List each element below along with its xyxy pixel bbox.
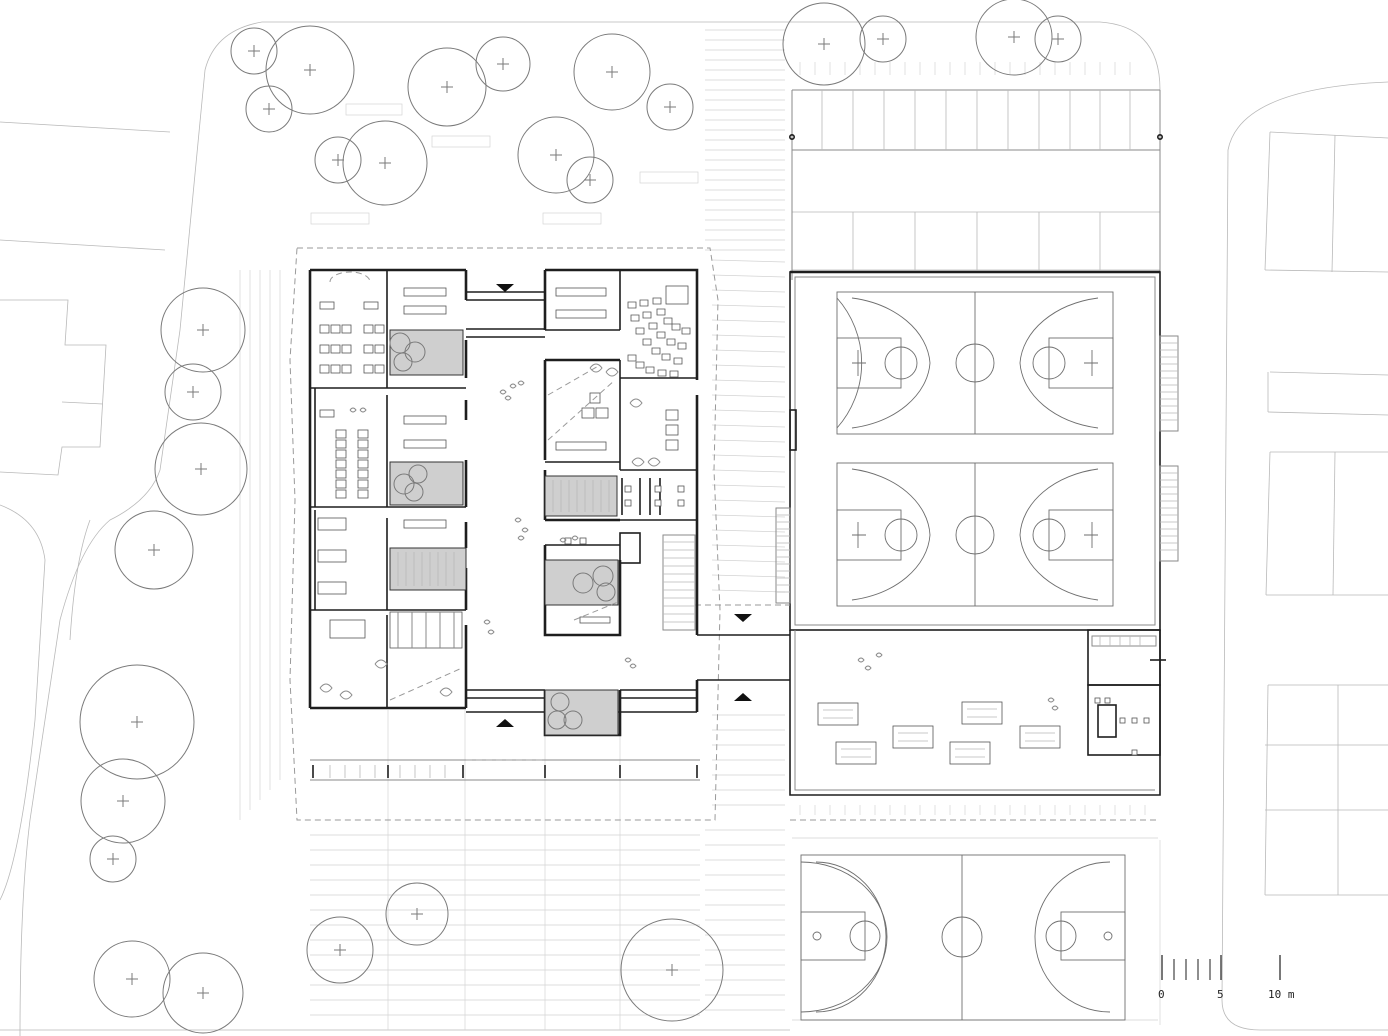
tree-icon (385, 882, 449, 946)
tree-icon (164, 363, 222, 421)
small-courtyards (389, 329, 619, 736)
indoor-court-lower (836, 462, 1114, 607)
scale-label-10m: 10 m (1268, 988, 1295, 1001)
tree-icon (230, 27, 278, 75)
scale-bar: 0 5 10 m (1158, 955, 1295, 1001)
paving-lines (239, 29, 1161, 1030)
trees (79, 0, 1082, 1034)
tree-icon (475, 36, 531, 92)
outdoor-benches (817, 701, 1061, 765)
tree-icon (517, 116, 595, 194)
toilets (564, 478, 685, 545)
tree-icon (154, 422, 248, 516)
stairs (389, 475, 696, 649)
tree-icon (407, 47, 487, 127)
tree-icon (314, 136, 362, 184)
tree-icon (859, 15, 907, 63)
shrubs (319, 363, 1059, 711)
classroom-furniture (317, 271, 691, 701)
tree-icon (782, 2, 866, 86)
tree-icon (245, 85, 293, 133)
tree-icon (646, 83, 694, 131)
tree-icon (160, 287, 246, 373)
tree-icon (162, 952, 244, 1034)
tree-icon (114, 510, 194, 590)
parking-area (788, 62, 1164, 815)
scale-label-0: 0 (1158, 988, 1165, 1001)
tree-icon (620, 918, 724, 1022)
tree-icon (79, 664, 195, 780)
street-network (0, 21, 1388, 1036)
tree-icon (93, 940, 171, 1018)
entrance-markers (496, 284, 752, 727)
tree-icon (89, 835, 137, 883)
sports-hall (775, 270, 1179, 821)
neighbouring-buildings (0, 131, 1388, 896)
tree-icon (566, 156, 614, 204)
tree-icon (80, 758, 166, 844)
tree-icon (1034, 15, 1082, 63)
changing-rooms (1087, 629, 1166, 756)
tree-icon (342, 120, 428, 206)
park-benches (310, 103, 699, 225)
scale-label-5: 5 (1217, 988, 1224, 1001)
tree-icon (306, 916, 374, 984)
outdoor-court (800, 854, 1126, 1021)
building-outline-dashed (289, 247, 790, 821)
tree-icon (573, 33, 651, 111)
tree-icon (975, 0, 1053, 76)
indoor-court-upper (836, 291, 1114, 435)
tree-icon (265, 25, 355, 115)
school-building (308, 268, 790, 781)
